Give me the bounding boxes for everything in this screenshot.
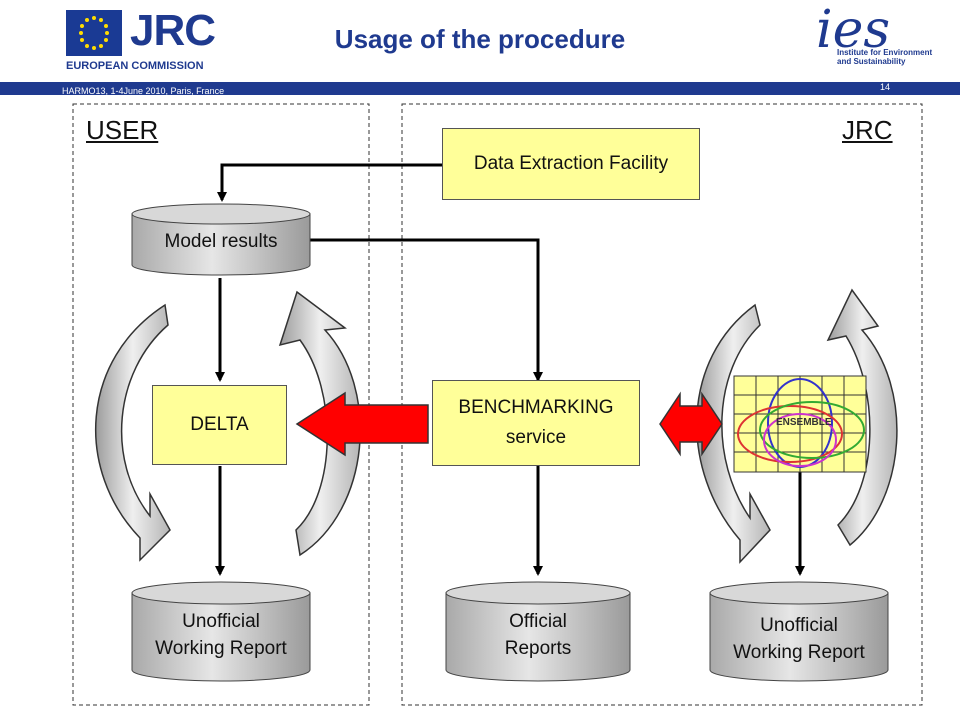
model-results-cylinder [131, 203, 311, 276]
header-band [0, 82, 960, 95]
connector-extraction-to-model [217, 163, 442, 202]
jrc-report-label: Unofficial Working Report [733, 615, 865, 663]
official-reports-label: Official Reports [504, 611, 572, 659]
user-report-label: Unofficial Working Report [155, 611, 287, 659]
ies-logo-text: ies [816, 0, 891, 60]
page-number: 14 [880, 82, 891, 92]
cycle-arrow-right-user [278, 290, 361, 557]
cycle-arrow-left-user [94, 303, 171, 562]
jrc-region-label: JRC [842, 115, 893, 145]
delta-box: DELTA [152, 385, 287, 465]
cycle-arrow-left-jrc [696, 303, 771, 564]
eu-stars-icon [79, 16, 109, 50]
official-reports-cylinder [445, 581, 631, 682]
ies-logo-subtitle: Institute for Environment and Sustainabi… [837, 48, 933, 66]
jrc-logo-text: JRC [130, 6, 216, 55]
benchmarking-label: BENCHMARKING service [458, 397, 614, 448]
connector-model-to-benchmarking [310, 238, 543, 382]
ensemble-label: ENSEMBLE [776, 417, 832, 428]
ensemble-grid-image [733, 375, 867, 473]
slide-title: Usage of the procedure [334, 24, 626, 54]
data-extraction-box: Data Extraction Facility [442, 128, 700, 200]
data-extraction-label: Data Extraction Facility [473, 153, 669, 174]
conference-label: HARMO13, 1-4June 2010, Paris, France [62, 86, 225, 96]
model-results-label: Model results [164, 231, 278, 252]
user-region-label: USER [86, 115, 159, 145]
jrc-logo-subtitle: EUROPEAN COMMISSION [66, 60, 204, 72]
cycle-arrow-right-jrc [826, 288, 898, 547]
red-arrow-to-delta [295, 391, 429, 457]
eu-flag-logo [66, 10, 122, 56]
delta-label: DELTA [190, 414, 249, 435]
jrc-report-cylinder [709, 581, 889, 682]
user-report-cylinder [131, 581, 311, 682]
benchmarking-box: BENCHMARKING service [432, 380, 640, 466]
red-double-arrow-ensemble [659, 391, 723, 457]
